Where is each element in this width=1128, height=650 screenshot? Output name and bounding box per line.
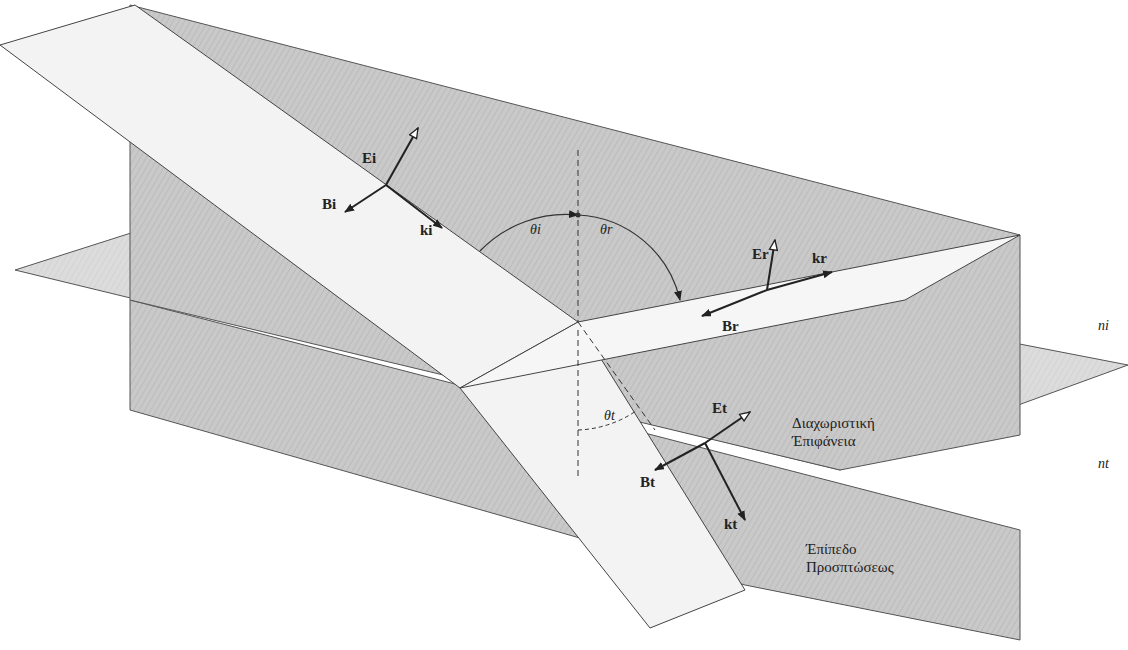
angle-label: θr <box>600 222 612 238</box>
field-vector-label: Br <box>722 318 739 335</box>
wave-vector-label: kr <box>812 250 827 267</box>
refractive-index-label: nt <box>1098 456 1109 472</box>
angle-label: θi <box>530 222 541 238</box>
refractive-index-label: ni <box>1098 318 1109 334</box>
field-vector-label: Ei <box>362 150 376 167</box>
field-vector-label: Bi <box>322 196 336 213</box>
wave-vector-label: kt <box>724 516 737 533</box>
interface-label: Διαχωριστική Έπιφάνεια <box>792 414 942 450</box>
field-vector-label: Bt <box>640 474 655 491</box>
angle-label: θt <box>604 408 615 424</box>
field-vector-label: Et <box>712 400 727 417</box>
plane-label: Έπίπεδο Προσπτώσεως <box>806 540 946 576</box>
wave-vector-label: ki <box>420 222 433 239</box>
field-vector-label: Er <box>752 246 769 263</box>
